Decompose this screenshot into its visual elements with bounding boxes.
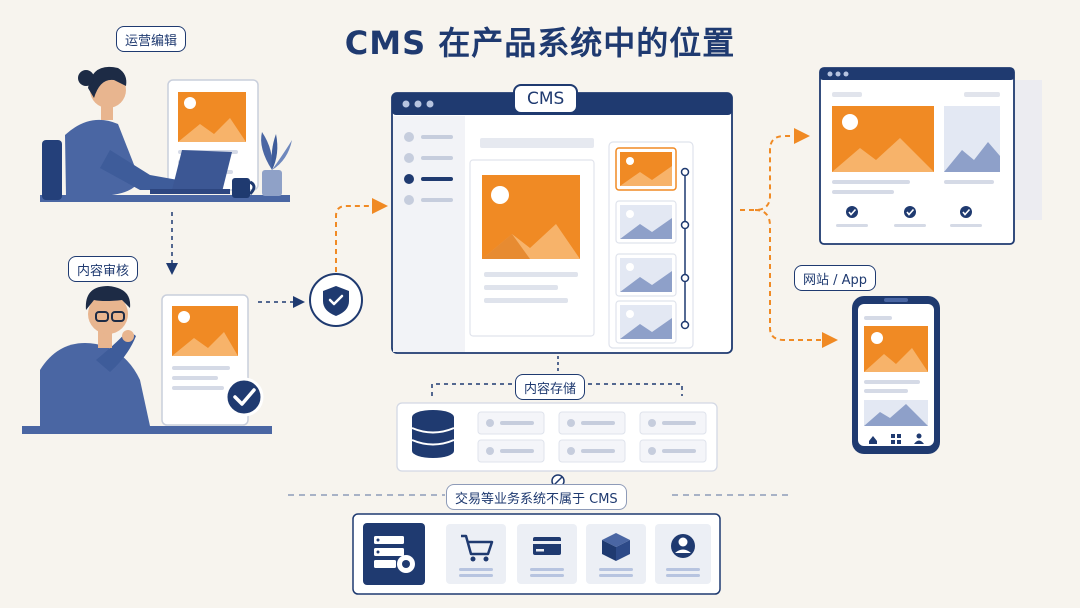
website-window (819, 67, 1042, 245)
cart-icon (446, 524, 506, 584)
excluded-systems-label: 交易等业务系统不属于 CMS (446, 484, 627, 510)
flow-shield-to-cms (335, 198, 388, 272)
profile-icon (914, 433, 924, 444)
phone-app (852, 296, 940, 454)
cms-thumbnails (615, 147, 677, 344)
reviewer-person (40, 343, 150, 426)
flow-cms-to-web (740, 128, 810, 211)
cms-window (391, 92, 733, 354)
server-gear-icon (363, 523, 425, 585)
storage-panel (396, 402, 718, 472)
home-icon (869, 436, 877, 444)
flow-cms-to-app (754, 209, 838, 348)
role-editor-label: 运营编辑 (116, 26, 187, 52)
cms-main-image (482, 175, 580, 259)
cms-sidebar (404, 132, 453, 205)
storage-records (477, 411, 707, 463)
credit-card-icon (517, 524, 577, 584)
page-title: CMS 在产品系统中的位置 (344, 24, 736, 62)
excluded-systems (352, 513, 721, 595)
shield-icon (309, 273, 363, 327)
grid-icon (891, 434, 901, 444)
database-icon (411, 410, 455, 458)
role-reviewer-label: 内容审核 (68, 256, 139, 282)
editor-person (65, 119, 140, 196)
user-icon (655, 524, 711, 584)
output-label: 网站 / App (794, 265, 877, 291)
reviewer-scene (22, 286, 272, 434)
approved-check-icon (224, 377, 264, 417)
package-icon (586, 524, 646, 584)
editor-scene (40, 66, 292, 202)
cms-window-title: CMS (513, 84, 579, 114)
storage-label: 内容存储 (515, 374, 586, 400)
